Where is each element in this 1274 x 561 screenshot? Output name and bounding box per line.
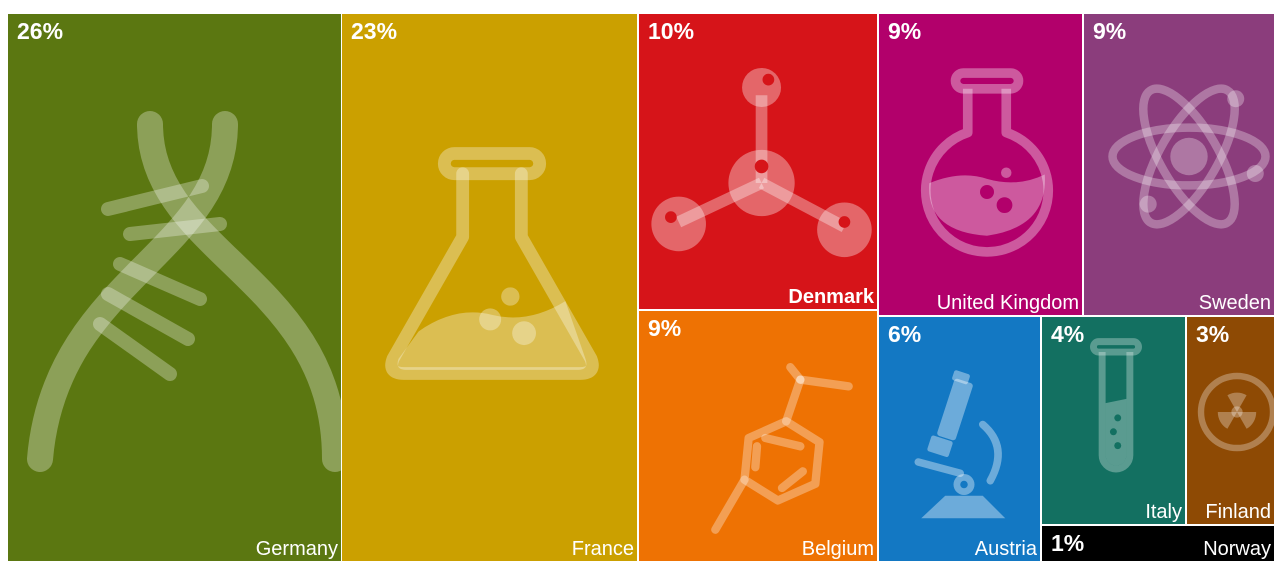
atom-icon xyxy=(1104,69,1274,244)
tile-denmark-percent: 10% xyxy=(648,18,695,44)
tile-germany-label: Germany xyxy=(255,538,338,560)
benzene-molecule-icon xyxy=(707,363,857,538)
round-flask-icon xyxy=(917,62,1057,257)
tile-austria: 6% Austria xyxy=(879,317,1040,561)
tile-sweden-label: Sweden xyxy=(1198,292,1271,314)
tile-norway-label: Norway xyxy=(1203,538,1271,560)
tile-sweden-percent: 9% xyxy=(1093,18,1127,44)
tile-belgium-label: Belgium xyxy=(801,538,874,560)
radiation-icon xyxy=(1197,372,1274,452)
tile-germany-percent: 26% xyxy=(17,18,64,44)
tile-norway-percent: 1% xyxy=(1051,530,1085,556)
tile-finland-label: Finland xyxy=(1205,501,1271,523)
tile-france: 23% France xyxy=(342,14,637,561)
tile-italy: 4% Italy xyxy=(1042,317,1185,524)
test-tube-icon xyxy=(1090,335,1142,480)
tile-france-label: France xyxy=(571,538,634,560)
tile-france-percent: 23% xyxy=(351,18,398,44)
tile-united-kingdom-percent: 9% xyxy=(888,18,922,44)
tile-austria-label: Austria xyxy=(974,538,1037,560)
tile-denmark-label: Denmark xyxy=(788,286,874,308)
tile-finland-percent: 3% xyxy=(1196,321,1230,347)
tile-sweden: 9% Sweden xyxy=(1084,14,1274,315)
tile-norway: 1% Norway xyxy=(1042,526,1274,561)
tile-finland: 3% Finland xyxy=(1187,317,1274,524)
molecule-icon xyxy=(651,66,876,261)
tile-austria-percent: 6% xyxy=(888,321,922,347)
tile-belgium: 9% Belgium xyxy=(639,311,877,561)
microscope-icon xyxy=(909,370,1019,522)
tile-germany: 26% Germany xyxy=(8,14,341,561)
tile-denmark: 10% Denmark xyxy=(639,14,877,309)
tile-italy-percent: 4% xyxy=(1051,321,1085,347)
tile-united-kingdom: 9% United Kingdom xyxy=(879,14,1082,315)
dna-icon xyxy=(20,104,341,472)
tile-belgium-percent: 9% xyxy=(648,315,682,341)
flask-icon xyxy=(382,144,602,394)
tile-italy-label: Italy xyxy=(1145,501,1182,523)
tile-united-kingdom-label: United Kingdom xyxy=(936,292,1079,314)
